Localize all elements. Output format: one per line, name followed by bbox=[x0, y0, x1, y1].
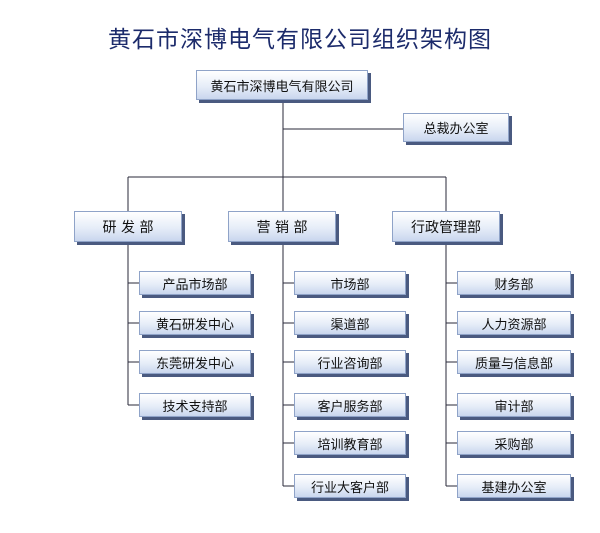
node-marketing-child: 渠道部 bbox=[294, 311, 406, 335]
node-rd-child: 技术支持部 bbox=[139, 393, 251, 417]
node-admin-child: 采购部 bbox=[457, 431, 571, 455]
node-admin-child: 审计部 bbox=[457, 393, 571, 417]
node-admin-child: 人力资源部 bbox=[457, 311, 571, 335]
node-president-office: 总裁办公室 bbox=[403, 113, 509, 142]
node-marketing-child: 客户服务部 bbox=[294, 393, 406, 417]
node-marketing-child: 培训教育部 bbox=[294, 431, 406, 455]
node-admin-child: 财务部 bbox=[457, 271, 571, 295]
node-admin-child: 基建办公室 bbox=[457, 474, 571, 498]
node-dept-rd: 研 发 部 bbox=[74, 211, 182, 242]
node-dept-admin: 行政管理部 bbox=[392, 211, 500, 242]
node-admin-child: 质量与信息部 bbox=[457, 350, 571, 374]
chart-title: 黄石市深博电气有限公司组织架构图 bbox=[108, 27, 492, 53]
node-marketing-child: 行业大客户部 bbox=[294, 474, 406, 498]
node-company: 黄石市深博电气有限公司 bbox=[196, 70, 368, 100]
node-dept-marketing: 营 销 部 bbox=[228, 211, 336, 242]
node-rd-child: 产品市场部 bbox=[139, 271, 251, 295]
node-rd-child: 东莞研发中心 bbox=[139, 350, 251, 374]
node-marketing-child: 行业咨询部 bbox=[294, 350, 406, 374]
node-marketing-child: 市场部 bbox=[294, 271, 406, 295]
node-rd-child: 黄石研发中心 bbox=[139, 311, 251, 335]
